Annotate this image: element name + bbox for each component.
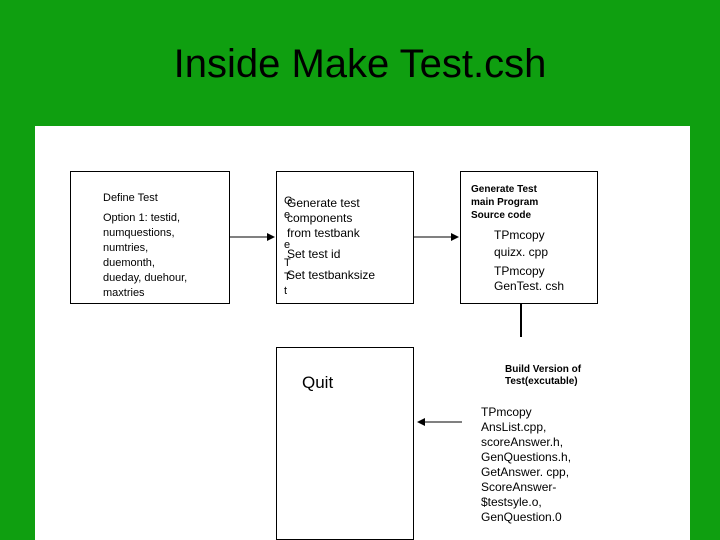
generate-line-1: Generate test xyxy=(287,196,360,210)
build-heading: Build Version of Test(excutable) xyxy=(505,364,582,387)
define-test-body: Option 1: testid, numquestions, numtries… xyxy=(103,212,188,299)
generate-line-2: components xyxy=(287,211,353,225)
generate-bullet: T xyxy=(284,257,291,269)
build-box: Build Version of Test(excutable) TPmcopy… xyxy=(466,337,602,540)
generate-bullet: e xyxy=(284,209,291,221)
build-file-list: TPmcopy AnsList.cpp, scoreAnswer.h, GenQ… xyxy=(481,405,572,524)
generate-bullet: G xyxy=(284,195,293,207)
generate-bullet: T xyxy=(284,271,291,283)
generate-line-3: from testbank xyxy=(287,226,360,240)
main-program-box: Generate Test main Program Source code T… xyxy=(460,171,598,304)
generate-bullet: e xyxy=(284,239,291,251)
generate-line-4: Set test id xyxy=(287,247,341,261)
main-program-item-gentest: TPmcopy GenTest. csh xyxy=(494,264,565,293)
generate-bullet: t xyxy=(284,285,288,297)
quit-label: Quit xyxy=(302,373,334,392)
generate-components-box: Generate test components from testbank S… xyxy=(276,171,414,304)
quit-box: Quit xyxy=(276,347,414,540)
page-title: Inside Make Test.csh xyxy=(173,42,547,86)
generate-line-5: Set testbanksize xyxy=(287,268,376,282)
define-test-heading: Define Test xyxy=(103,192,158,204)
main-program-heading: Generate Test main Program Source code xyxy=(471,184,539,221)
define-test-box: Define Test Option 1: testid, numquestio… xyxy=(70,171,230,304)
main-program-item-quizx: TPmcopy quizx. cpp xyxy=(494,228,549,259)
